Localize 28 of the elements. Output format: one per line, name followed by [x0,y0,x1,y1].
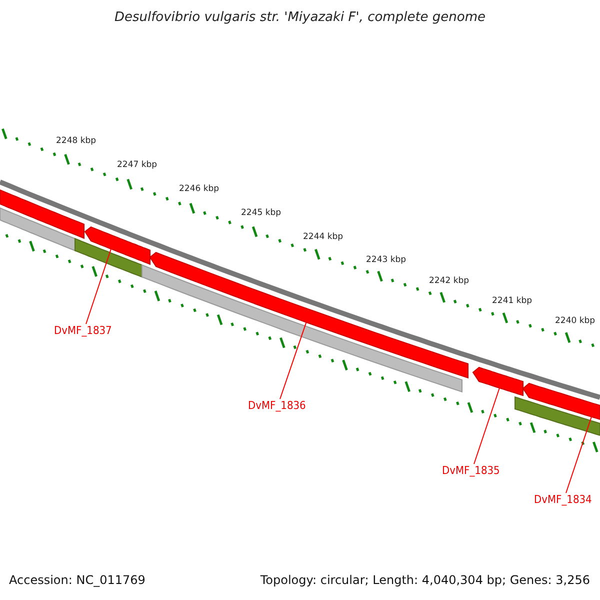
tick-label: 2245 kbp [241,208,282,218]
tick-label: 2247 kbp [117,160,158,170]
track-segment [74,238,142,278]
gene-feature [149,252,468,378]
gene-label: DvMF_1836 [248,399,306,412]
tick-label: 2243 kbp [366,255,406,265]
tick-label: 2242 kbp [429,276,470,286]
track-segment [514,396,600,436]
genome-info-text: Topology: circular; Length: 4,040,304 bp; Genes: 3,256 [260,573,590,587]
gene-label: DvMF_1835 [442,464,500,477]
gene-feature [522,382,600,420]
gene-feature [472,366,524,396]
tick-label: 2241 kbp [492,296,532,306]
track-segment [0,207,76,252]
tick-label: 2246 kbp [179,184,220,194]
gene-label: DvMF_1834 [534,493,592,506]
gene-feature [84,226,150,265]
title: Desulfovibrio vulgaris str. 'Miyazaki F', complete genome [113,10,487,25]
gene-feature [0,189,84,239]
leader-line [566,415,592,494]
leader-line [474,386,500,464]
gene-label: DvMF_1837 [54,324,112,337]
tick-label: 2244 kbp [303,232,344,242]
leader-line [280,320,308,400]
accession-text: Accession: NC_011769 [9,573,146,587]
leader-line [86,248,112,324]
tick-label: 2248 kbp [56,136,96,146]
tick-label: 2240 kbp [555,316,596,326]
